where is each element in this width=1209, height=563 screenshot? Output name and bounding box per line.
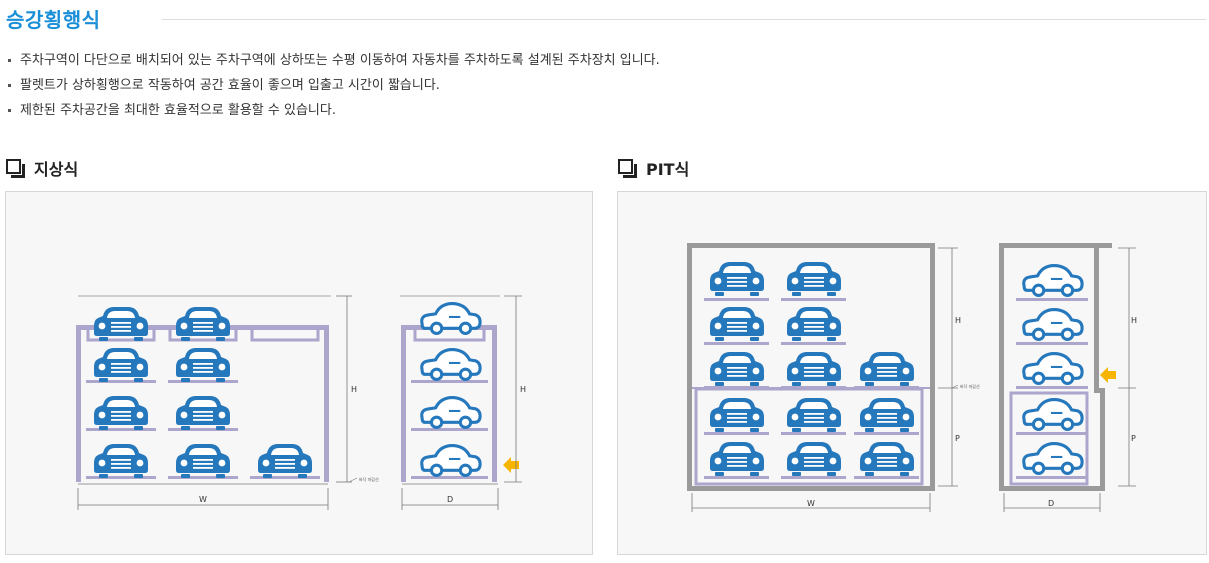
side-wall-top (999, 243, 1112, 248)
description-item: 제한된 주차공간을 최대한 효율적으로 활용할 수 있습니다. (6, 100, 660, 125)
car-side-icon (420, 301, 482, 336)
entry-arrow-icon (503, 457, 519, 473)
dimension-w-label: W (199, 495, 207, 504)
car-side-icon (420, 395, 482, 430)
pit-diagram: H P 바닥 마감선 W H P D (687, 243, 1137, 512)
car-side-icon (1022, 351, 1084, 386)
window-icon (6, 159, 25, 178)
car-front-icon (710, 262, 764, 296)
car-front-icon (94, 396, 148, 430)
side-frame-post (401, 325, 406, 482)
wall-bottom (687, 486, 935, 491)
dimension-d-label: D (447, 495, 453, 504)
car-front-icon (860, 352, 914, 386)
page-title: 승강횡행식 (6, 8, 101, 32)
ground-diagram: H 바닥 마감선 W H D (76, 295, 526, 510)
car-side-icon (1022, 263, 1084, 298)
section-header-pit: PIT식 (618, 156, 689, 180)
floor-line-note: 바닥 마감선 (359, 476, 379, 482)
window-icon (618, 159, 637, 178)
dimension-p-side-label: P (1131, 434, 1136, 443)
ground-diagram-panel: H 바닥 마감선 W H D (5, 191, 593, 555)
car-front-icon (860, 442, 914, 476)
car-front-icon (860, 398, 914, 432)
car-front-icon (176, 348, 230, 382)
section-label-ground: 지상식 (34, 160, 79, 179)
description-list: 주차구역이 다단으로 배치되어 있는 주차구역에 상하또는 수평 이동하여 자동… (6, 50, 660, 125)
car-side-icon (1022, 397, 1084, 432)
car-front-icon (787, 262, 841, 296)
section-header-ground: 지상식 (6, 156, 78, 180)
car-front-icon (710, 307, 764, 341)
car-side-icon (420, 443, 482, 478)
car-front-icon (176, 307, 230, 341)
wall-left (687, 243, 692, 491)
side-wall-right (1094, 248, 1099, 390)
side-frame-post (492, 325, 497, 482)
dimension-h-label: H (955, 316, 961, 325)
floor-line-note: 바닥 마감선 (960, 383, 980, 389)
car-front-icon (176, 396, 230, 430)
car-side-icon (1022, 441, 1084, 476)
description-item: 주차구역이 다단으로 배치되어 있는 주차구역에 상하또는 수평 이동하여 자동… (6, 50, 660, 75)
dimension-h-side-label: H (1131, 316, 1137, 325)
car-front-icon (787, 307, 841, 341)
car-front-icon (94, 307, 148, 341)
section-label-pit: PIT식 (646, 160, 690, 179)
car-side-icon (420, 347, 482, 382)
car-front-icon (94, 348, 148, 382)
car-front-icon (94, 444, 148, 478)
dimension-h-label: H (351, 385, 357, 394)
entry-arrow-icon (1100, 367, 1116, 383)
car-front-icon (710, 352, 764, 386)
car-front-icon (176, 444, 230, 478)
wall-right (930, 243, 935, 491)
pit-diagram-panel: H P 바닥 마감선 W H P D (617, 191, 1207, 555)
wall-top (687, 243, 935, 248)
dimension-d-label: D (1048, 499, 1054, 508)
car-side-icon (1022, 307, 1084, 342)
side-wall-left (999, 243, 1004, 491)
description-item: 팔렛트가 상하횡행으로 작동하여 공간 효율이 좋으며 입출고 시간이 짧습니다… (6, 75, 660, 100)
car-front-icon (710, 398, 764, 432)
car-front-icon (258, 444, 312, 478)
dimension-w-label: W (807, 499, 815, 508)
frame-post (324, 325, 329, 482)
car-front-icon (787, 352, 841, 386)
title-divider (162, 19, 1206, 20)
side-pit-frame (1009, 391, 1089, 486)
car-front-icon (787, 398, 841, 432)
car-front-icon (710, 442, 764, 476)
dimension-p-label: P (955, 434, 960, 443)
car-front-icon (787, 442, 841, 476)
dimension-h-side-label: H (520, 385, 526, 394)
frame-post (76, 325, 81, 482)
side-wall-bottom (999, 486, 1105, 491)
